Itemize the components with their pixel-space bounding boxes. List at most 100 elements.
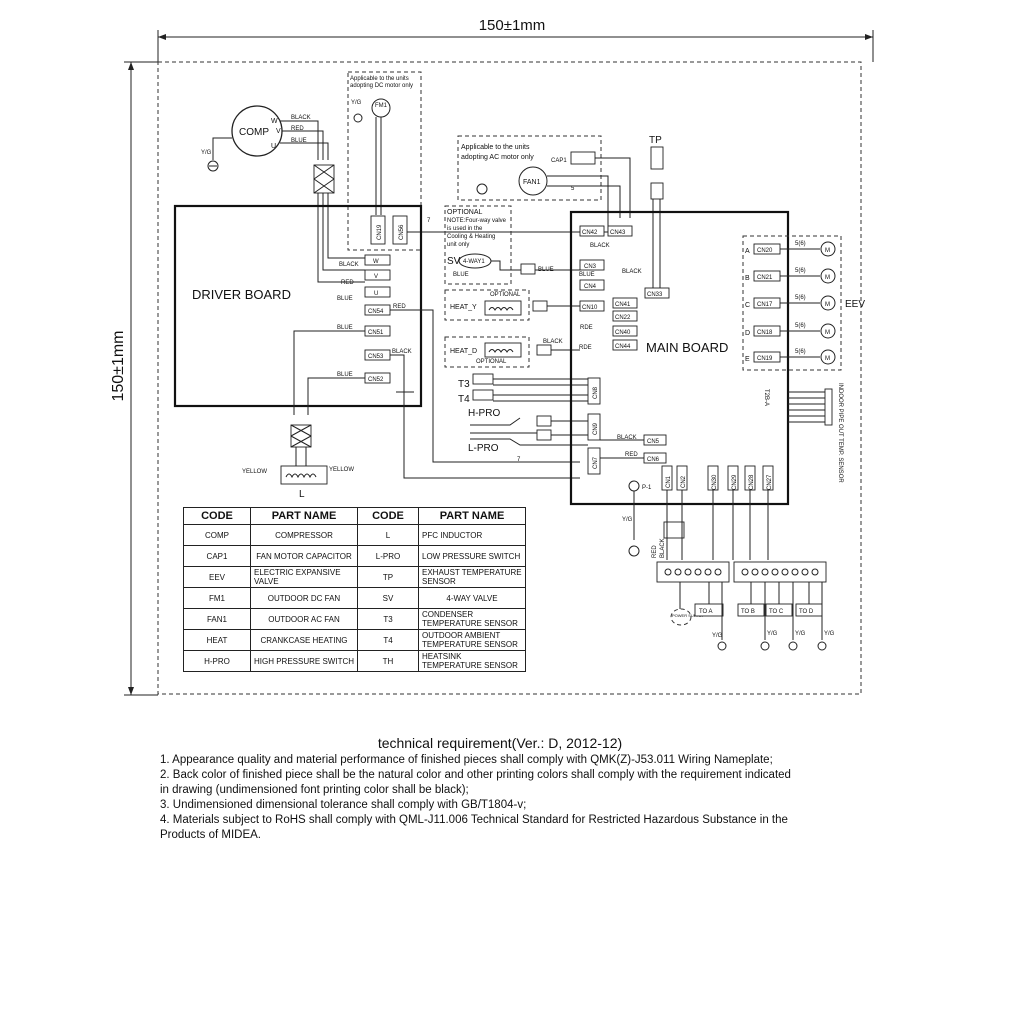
table-cell: HIGH PRESSURE SWITCH — [250, 650, 358, 672]
table-cell: L-PRO — [357, 545, 419, 567]
sv-wire1: BLUE — [453, 272, 469, 278]
driver-wire-count: 7 — [427, 218, 431, 224]
wiring-diagram: 150±1mm 150±1mm COMP W V U BLACK RED BLU… — [110, 17, 874, 696]
table-row: EEV ELECTRIC EXPANSIVE VALVE TP EXHAUST … — [183, 566, 526, 588]
dc-motor-label: FM1 — [375, 103, 388, 109]
table-header: CODE — [357, 507, 419, 525]
sv-note4: unit only — [447, 242, 469, 248]
comp-ground-label: Y/G — [201, 150, 212, 156]
power-wire-black: BLACK — [660, 538, 666, 558]
pfc-wire-right: YELLOW — [329, 467, 354, 473]
sv-note2: is used in the — [447, 226, 483, 232]
power-supply-label: POWER SUPPLY — [672, 613, 704, 618]
ac-note-line1: Applicable to the units — [461, 144, 530, 151]
conn-cn9: CN9 — [593, 422, 599, 435]
code-table-wrap: CODE PART NAME CODE PART NAME COMP COMPR… — [183, 507, 526, 672]
cap-label: CAP1 — [551, 158, 567, 164]
comp-terminal-u: U — [271, 143, 276, 150]
eev-letter: C — [745, 302, 750, 309]
table-cell: EXHAUST TEMPERATURE SENSOR — [418, 566, 526, 588]
requirement-line: 2. Back color of finished piece shall be… — [160, 769, 791, 781]
sensor-t4: T4 — [458, 394, 470, 405]
main-board-label: MAIN BOARD — [646, 340, 728, 355]
eev-row-e: E CN19 5(6) M — [745, 349, 836, 365]
eev-connector: CN19 — [757, 356, 773, 362]
eev-row-d: D CN18 5(6) M — [745, 323, 836, 339]
tp-sensor: TP — [649, 135, 664, 288]
eev-count: 5(6) — [795, 241, 806, 247]
driver-terminal-v: V — [374, 274, 378, 280]
to-d-label: TO D — [799, 609, 814, 615]
cn53-wire-black: BLACK — [392, 349, 412, 355]
table-cell: COMP — [183, 524, 251, 546]
height-dimension-label: 150±1mm — [110, 330, 127, 401]
driver-terminal-wire-blue: BLUE — [337, 296, 353, 302]
table-cell: OUTDOOR DC FAN — [250, 587, 358, 609]
eev-count: 5(6) — [795, 349, 806, 355]
motor-icon: M — [825, 302, 830, 308]
heat-d-label: HEAT_D — [450, 348, 477, 355]
cn5-wire: BLACK — [617, 435, 637, 441]
requirements-title: technical requirement(Ver.: D, 2012-12) — [377, 735, 623, 751]
compressor: COMP W V U BLACK RED BLUE Y/G — [201, 105, 329, 172]
ground-icon — [717, 641, 727, 651]
heat-y-optional: OPTIONAL — [490, 292, 521, 298]
conn-cn56: CN56 — [399, 224, 405, 240]
dc-note-line1: Applicable to the units — [350, 76, 409, 82]
table-cell: L — [357, 524, 419, 546]
table-cell: PFC INDUCTOR — [418, 524, 526, 546]
table-cell: FM1 — [183, 587, 251, 609]
conn-cn27: CN27 — [767, 474, 773, 490]
conn-cn30: CN30 — [712, 474, 718, 490]
conn-cn5: CN5 — [647, 439, 660, 445]
pipe-sensors: T2B-A INDOOR PIPE OUT TEMP. SENSOR — [763, 383, 843, 483]
eev-letter: E — [745, 356, 750, 363]
driver-terminal-wire-black: BLACK — [339, 262, 359, 268]
conn-cn33: CN33 — [647, 292, 663, 298]
comp-wire-blue: BLUE — [291, 138, 307, 144]
requirement-line: 1. Appearance quality and material perfo… — [160, 754, 773, 766]
ground-label: Y/G — [824, 631, 835, 637]
conn-cn42: CN42 — [582, 230, 598, 236]
table-header: PART NAME — [250, 507, 358, 525]
table-cell: CAP1 — [183, 545, 251, 567]
eev-connector: CN21 — [757, 275, 773, 281]
eev-letter: B — [745, 275, 750, 282]
table-cell: H-PRO — [183, 650, 251, 672]
to-c-label: TO C — [769, 609, 784, 615]
ac-wire-count: 5 — [571, 186, 575, 192]
ground-label: Y/G — [767, 631, 778, 637]
requirement-line: Products of MIDEA. — [160, 829, 261, 841]
p1-label: P-1 — [642, 485, 652, 491]
pipe-sensor-right: INDOOR PIPE OUT TEMP. SENSOR — [837, 383, 843, 483]
pfc-inductor: YELLOW YELLOW L — [242, 424, 354, 500]
ground-icon — [353, 113, 363, 123]
table-row: HEAT CRANKCASE HEATING T4 OUTDOOR AMBIEN… — [183, 629, 526, 651]
table-row: FAN1 OUTDOOR AC FAN T3 CONDENSER TEMPERA… — [183, 608, 526, 630]
table-cell: T3 — [357, 608, 419, 630]
eev-label: EEV — [845, 299, 865, 310]
dc-ground-label: Y/G — [351, 100, 362, 106]
driver-terminal-u: U — [374, 291, 378, 297]
conn-cn1: CN1 — [666, 475, 672, 488]
conn-cn4: CN4 — [584, 284, 597, 290]
sensor-count7: 7 — [517, 457, 521, 463]
conn-cn53: CN53 — [368, 354, 384, 360]
ground-icon — [817, 641, 827, 651]
table-row: COMP COMPRESSOR L PFC INDUCTOR — [183, 524, 526, 546]
driver-board-label: DRIVER BOARD — [192, 287, 291, 302]
comp-terminal-v: V — [276, 128, 281, 135]
table-cell: HEAT — [183, 629, 251, 651]
temperature-sensors: T3 T4 H-PRO L-PRO 7 — [458, 373, 588, 463]
cn10-wire: RDE — [580, 325, 593, 331]
heat-d-wire-black: BLACK — [543, 339, 563, 345]
comp-wire-red: RED — [291, 126, 304, 132]
sv-note1: NOTE:Four-way valve — [447, 218, 507, 224]
pfc-wire-left: YELLOW — [242, 469, 267, 475]
ac-motor-note: Applicable to the units adopting AC moto… — [457, 135, 631, 218]
table-cell: T4 — [357, 629, 419, 651]
table-cell: SV — [357, 587, 419, 609]
to-b-label: TO B — [741, 609, 755, 615]
sensor-t3: T3 — [458, 379, 470, 390]
motor-icon: M — [825, 330, 830, 336]
